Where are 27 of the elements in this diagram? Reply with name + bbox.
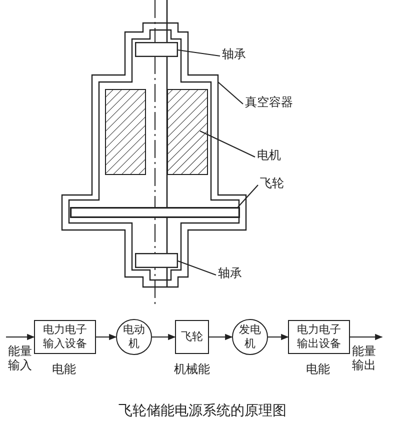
edge-label: 能量输入 — [8, 344, 33, 372]
arrow — [209, 334, 233, 340]
leader-line — [218, 82, 244, 104]
arrow — [96, 334, 117, 340]
machine-circle: 发电机 — [232, 319, 268, 355]
energy-label: 机械能 — [174, 362, 210, 376]
edge-label: 能量输出 — [352, 344, 377, 372]
caption: 飞轮储能电源系统的原理图 — [118, 403, 286, 419]
machine-circle: 电动机 — [116, 319, 152, 355]
process-box: 电力电子输出设备 — [288, 320, 350, 354]
arrow — [268, 334, 289, 340]
part-label: 飞轮 — [260, 176, 288, 192]
energy-label: 电能 — [306, 362, 330, 376]
process-box: 飞轮 — [175, 320, 209, 354]
arrow — [350, 334, 383, 340]
energy-label: 电能 — [52, 362, 76, 376]
part-label: 轴承 — [218, 266, 246, 282]
arrow — [152, 334, 176, 340]
part-label: 轴承 — [222, 47, 250, 63]
leader-line — [200, 130, 256, 158]
arrow — [6, 334, 35, 340]
part-label: 真空容器 — [245, 95, 301, 111]
leader-line — [178, 49, 220, 57]
leader-line — [178, 260, 216, 276]
part-label: 电机 — [257, 148, 285, 164]
process-box: 电力电子输入设备 — [34, 320, 96, 354]
leader-line — [238, 184, 258, 208]
